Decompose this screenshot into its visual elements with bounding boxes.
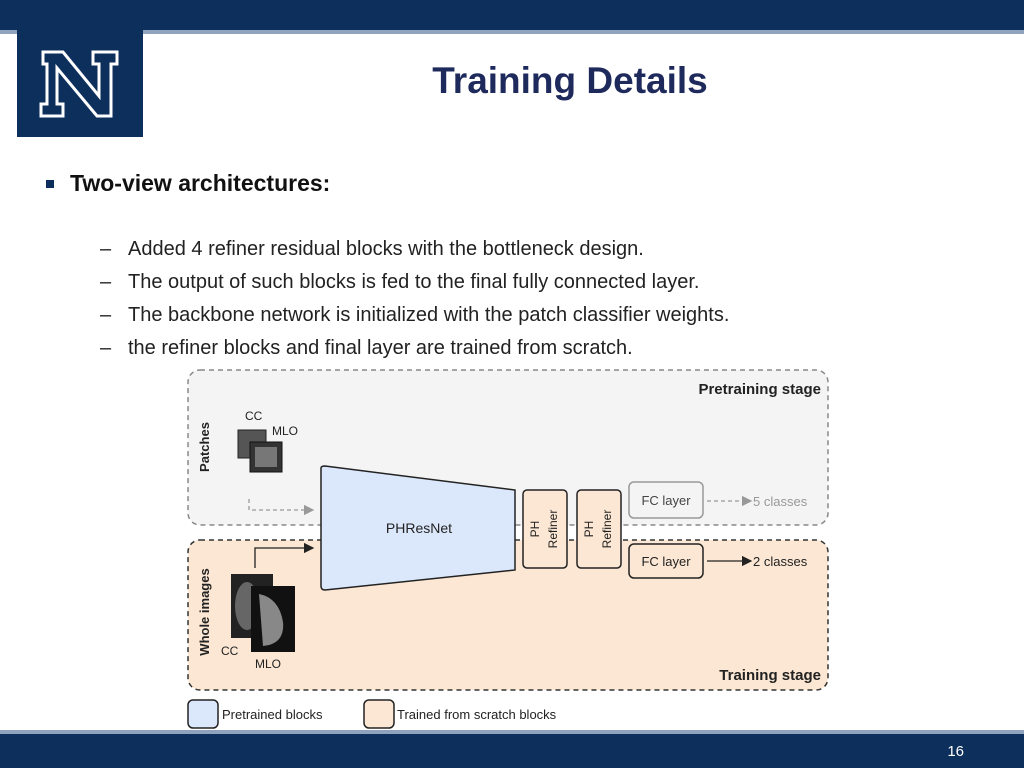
train-input-arrow — [254, 542, 315, 568]
university-logo — [17, 30, 143, 137]
ph-refiner-block-1 — [522, 489, 568, 569]
slide-title: Training Details — [432, 60, 708, 101]
architecture-diagram: Pretraining stage Training stage Patches… — [183, 362, 833, 739]
page-number: 16 — [947, 743, 964, 760]
bottom-bar — [0, 734, 1024, 768]
bottom-divider — [0, 730, 1024, 734]
sub-bullet-text: The backbone network is initialized with… — [128, 304, 730, 326]
whole-images-label: Whole images — [197, 568, 212, 655]
sub-bullet-text: Added 4 refiner residual blocks with the… — [128, 238, 644, 260]
whole-mlo-breast — [259, 594, 284, 646]
whole-cc-label: CC — [221, 644, 239, 658]
legend-scratch-swatch — [363, 699, 395, 729]
pretrain-output-label: 5 classes — [753, 494, 808, 509]
phresnet-backbone-block — [320, 465, 516, 591]
legend-scratch-label: Trained from scratch blocks — [397, 707, 557, 722]
legend-pretrained-label: Pretrained blocks — [222, 707, 323, 722]
refiner-2-ph: PH — [582, 521, 596, 538]
patches-label: Patches — [197, 422, 212, 472]
fc-layer-pretrain-label: FC layer — [641, 493, 691, 508]
sub-bullet-text: The output of such blocks is fed to the … — [128, 271, 700, 293]
ph-refiner-block-2 — [576, 489, 622, 569]
bullet-square-icon — [46, 180, 54, 188]
n-logo-icon — [39, 50, 119, 118]
patch-mlo-label: MLO — [272, 424, 298, 438]
phresnet-label: PHResNet — [386, 520, 452, 536]
top-bar — [0, 0, 1024, 30]
dash-icon: – — [100, 304, 112, 326]
refiner-1-word: Refiner — [546, 510, 560, 549]
dash-icon: – — [100, 271, 112, 293]
bullet-heading: Two-view architectures: — [70, 170, 331, 196]
fc-layer-train-label: FC layer — [641, 554, 691, 569]
top-divider — [0, 30, 1024, 34]
fc-layer-train-block — [628, 543, 704, 579]
patch-cc-label: CC — [245, 409, 263, 423]
legend-pretrained-swatch — [187, 699, 219, 729]
refiner-1-ph: PH — [528, 521, 542, 538]
dash-icon: – — [100, 337, 112, 359]
refiner-2-word: Refiner — [600, 510, 614, 549]
dash-icon: – — [100, 238, 112, 260]
sub-bullet-text: the refiner blocks and final layer are t… — [128, 337, 633, 359]
pretrain-input-arrow — [248, 499, 315, 516]
patch-mlo-texture — [255, 447, 277, 467]
train-output-label: 2 classes — [753, 554, 808, 569]
fc-layer-pretrain-block — [628, 481, 704, 519]
pretraining-stage-label: Pretraining stage — [698, 381, 821, 398]
training-stage-label: Training stage — [719, 667, 821, 684]
whole-mlo-label: MLO — [255, 657, 281, 671]
